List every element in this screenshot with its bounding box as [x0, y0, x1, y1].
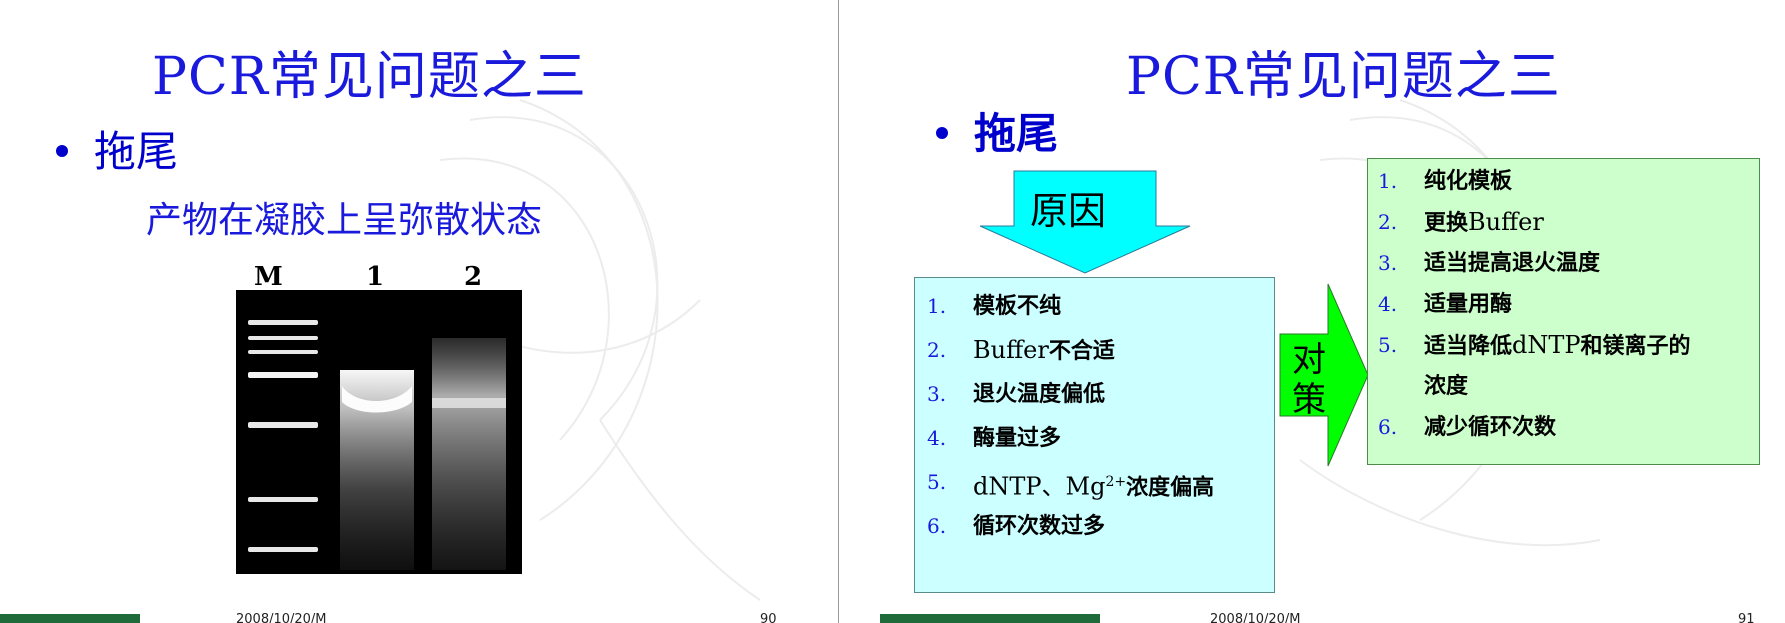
gel-image — [236, 292, 522, 574]
gel-frame-left — [236, 292, 242, 306]
slide-title: PCR常见问题之三 — [152, 47, 587, 107]
bullet-dot — [56, 145, 68, 157]
slide-divider-left — [838, 0, 839, 623]
gel-top-line — [236, 290, 522, 293]
footer-date: 2008/10/20/M — [236, 612, 327, 623]
bullet-text: 拖尾 — [974, 109, 1059, 158]
countermeasure-label: 对策 — [1292, 340, 1326, 420]
gel-frame-right — [516, 292, 522, 306]
slide-title: PCR常见问题之三 — [1126, 47, 1561, 107]
gel-lane-label-2: 2 — [464, 262, 483, 292]
footer-page-number: 90 — [760, 612, 777, 623]
countermeasure-arrow-right — [1279, 283, 1369, 467]
cause-label: 原因 — [1030, 189, 1107, 233]
gel-bands — [248, 320, 506, 570]
footer-logo-bar — [880, 614, 1100, 623]
slide-91: PCR常见问题之三 拖尾 原因 1.模板不纯 2.Buffer不合适 3.退火温… — [880, 0, 1785, 623]
gel-lane-label-m: M — [254, 262, 283, 292]
bullet-heading: 拖尾 — [936, 100, 1058, 161]
bullet-heading: 拖尾 — [56, 118, 178, 179]
solution-box: 1.纯化模板 2.更换Buffer 3.适当提高退火温度 4.适量用酶 5.适当… — [1367, 158, 1760, 465]
footer-logo-bar — [0, 614, 140, 623]
bullet-dot — [936, 127, 948, 139]
cause-arrow-down — [979, 170, 1191, 274]
footer-date: 2008/10/20/M — [1210, 612, 1301, 623]
slide-subtitle: 产物在凝胶上呈弥散状态 — [146, 200, 543, 241]
gel-lane-label-1: 1 — [366, 262, 385, 292]
footer-page-number: 91 — [1738, 612, 1755, 623]
cause-box: 1.模板不纯 2.Buffer不合适 3.退火温度偏低 4.酶量过多 5.dNT… — [914, 277, 1275, 593]
slide-90: PCR常见问题之三 拖尾 产物在凝胶上呈弥散状态 M 1 2 — [0, 0, 838, 623]
bullet-text: 拖尾 — [94, 127, 179, 176]
